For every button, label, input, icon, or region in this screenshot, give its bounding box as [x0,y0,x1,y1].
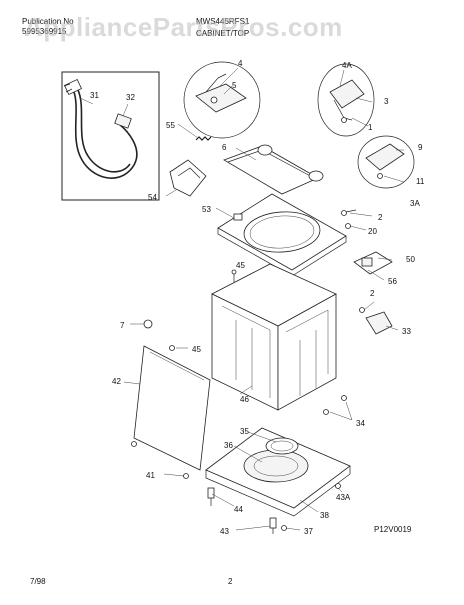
callout-38: 38 [320,511,329,520]
callout-50: 50 [406,255,415,264]
callout-2-top: 2 [378,213,383,222]
publication-number: 5995369915 [22,27,67,36]
callout-33: 33 [402,327,411,336]
callout-54: 54 [148,193,157,202]
callout-45-mid: 45 [192,345,201,354]
callout-44: 44 [234,505,243,514]
callout-2-mid: 2 [370,289,375,298]
callout-35: 35 [240,427,249,436]
callout-31: 31 [90,91,99,100]
lid-switch [365,311,393,335]
callout-56: 56 [388,277,397,286]
callout-41: 41 [146,471,155,480]
callout-36: 36 [224,441,233,450]
model-number: MWS445RFS1 [196,17,250,26]
callout-4a: 4A [342,61,352,70]
callout-55: 55 [166,121,175,130]
callout-43: 43 [220,527,229,536]
top-screws [341,209,357,229]
lid-hinge-right [308,170,324,182]
callout-43a: 43A [336,493,351,502]
leader-lines [123,67,405,531]
callout-37: 37 [304,527,313,536]
hole-plug [143,319,153,329]
power-cord-inset [61,71,160,201]
lid-panel [223,145,319,195]
callout-7: 7 [120,321,125,330]
section-title: CABINET/TOP [196,29,249,38]
lid-spring [195,136,212,141]
callout-5: 5 [232,81,237,90]
callout-53: 53 [202,205,211,214]
leveling-legs [207,483,341,534]
callout-3a: 3A [410,199,420,208]
wire-connector [114,113,132,129]
control-bracket [353,251,393,275]
callout-20: 20 [368,227,377,236]
callout-6: 6 [222,143,227,152]
footer-date: 7/98 [30,577,46,586]
publication-label: Publication No [22,17,74,26]
lid-hinge-detail [183,61,261,139]
lid-hinge-left [257,144,273,156]
callout-4: 4 [238,59,243,68]
callout-9: 9 [418,143,423,152]
callout-42: 42 [112,377,121,386]
callout-11: 11 [416,177,425,186]
callout-1: 1 [368,123,373,132]
callout-32: 32 [126,93,135,102]
front-panel [133,345,211,471]
footer-page-number: 2 [228,577,233,586]
callout-3: 3 [384,97,389,106]
watermark-text: AppliancePartsPros.com [24,12,343,42]
top-cover [217,193,347,277]
callout-34: 34 [356,419,365,428]
cabinet [211,263,337,411]
callout-46: 46 [240,395,249,404]
lid-switch-detail [357,135,415,189]
bezel-piece [169,159,207,197]
callout-45-top: 45 [236,261,245,270]
switch-bracket-detail [317,63,375,137]
base-assembly [205,427,351,517]
figure-code: P12V0019 [374,525,412,534]
drive-seal [265,437,299,455]
